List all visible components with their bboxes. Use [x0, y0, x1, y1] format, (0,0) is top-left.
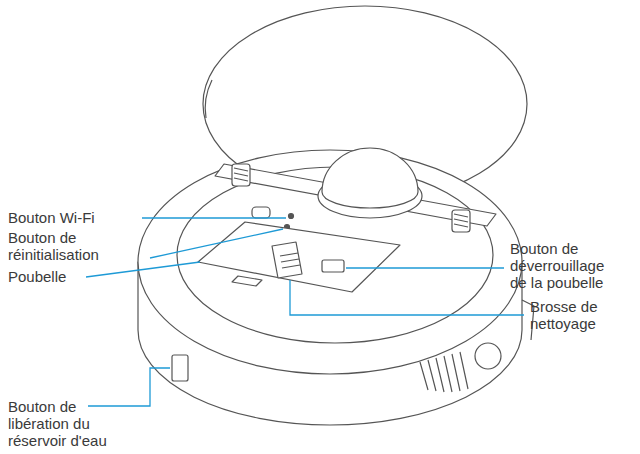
part-label: Bouton Wi-Fi [8, 209, 138, 226]
lid-edge [205, 80, 212, 118]
leader-line [150, 229, 283, 258]
button [252, 207, 270, 218]
dust-bin [198, 222, 400, 292]
part-label: Poubelle [8, 268, 83, 285]
water-tank-button [172, 355, 188, 381]
spring [232, 164, 250, 186]
leader-line [142, 217, 286, 218]
leader-line [346, 267, 504, 268]
part-label: Bouton de réinitialisation [8, 229, 146, 263]
leader-line [290, 280, 524, 315]
lidar-dome [322, 148, 418, 208]
part-label: Bouton de déverrouillage de la poubelle [510, 240, 618, 291]
spring [452, 210, 470, 232]
cleaning-brush [272, 242, 302, 278]
wifi-button [289, 214, 294, 219]
leader-line [88, 368, 170, 406]
vent-grille [420, 352, 468, 392]
leader-lines [86, 218, 524, 406]
bumper-sensor [475, 343, 501, 369]
part-label: Brosse de nettoyage [530, 298, 630, 332]
bin-tab [232, 276, 262, 286]
bin-unlock-button [322, 260, 344, 272]
leader-line [86, 262, 200, 277]
part-label: Bouton de libération du réservoir d'eau [8, 398, 126, 449]
